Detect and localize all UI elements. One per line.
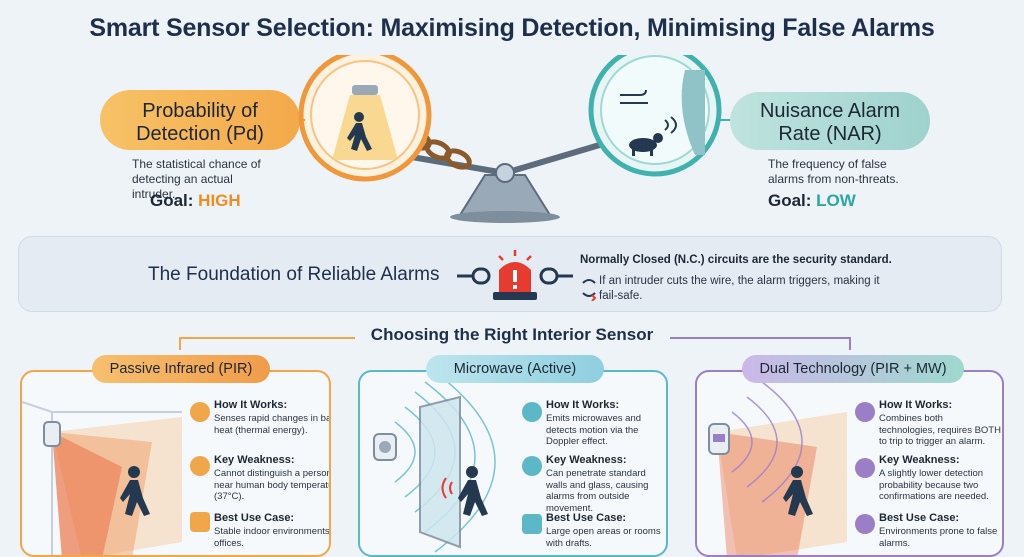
balance-scale-illustration	[298, 55, 722, 223]
dual-how-it-works: How It Works: Combines both technologies…	[879, 399, 1001, 448]
cut-wire-icon	[582, 279, 597, 301]
pd-goal: Goal: HIGH	[150, 191, 241, 211]
curtain-icon	[681, 70, 705, 155]
pir-best-use: Best Use Case: Stable indoor environment…	[214, 512, 330, 549]
microwave-sensor-card: How It Works: Emits microwaves and detec…	[358, 370, 668, 557]
shield-check-icon	[855, 514, 875, 534]
choose-sensor-title: Choosing the Right Interior Sensor	[370, 325, 654, 344]
ceiling-sensor-icon	[352, 85, 378, 95]
dual-use-heading: Best Use Case:	[879, 512, 960, 524]
mw-weak-heading: Key Weakness:	[546, 454, 627, 466]
pir-use-heading: Best Use Case:	[214, 512, 295, 524]
page-title: Smart Sensor Selection: Maximising Detec…	[89, 14, 935, 42]
mw-how-heading: How It Works:	[546, 399, 620, 411]
nar-goal: Goal: LOW	[768, 191, 856, 211]
pir-how-text: Senses rapid changes in background heat …	[214, 413, 331, 436]
walking-person-icon	[783, 466, 813, 516]
pir-sensor-label: Passive Infrared (PIR)	[92, 355, 270, 383]
wind-icon	[620, 89, 648, 104]
mw-best-use: Best Use Case: Large open areas or rooms…	[546, 512, 664, 549]
pir-sensor-icon	[43, 421, 61, 447]
pd-label: Probability of Detection (Pd)	[136, 100, 264, 145]
connector-lines	[300, 119, 730, 121]
foundation-title: The Foundation of Reliable Alarms	[148, 264, 440, 285]
nar-description: The frequency of false alarms from non-t…	[768, 157, 899, 186]
wall-penetration-icon	[522, 456, 542, 476]
pd-description: The statistical chance of detecting an a…	[132, 157, 261, 201]
cat-icon	[629, 133, 663, 156]
mw-use-heading: Best Use Case:	[546, 512, 627, 524]
walking-person-icon	[120, 466, 150, 516]
alarm-circuit-illustration	[457, 250, 573, 300]
mw-how-text: Emits microwaves and detects motion via …	[546, 413, 642, 447]
dual-tech-illustration	[708, 381, 847, 555]
mw-use-text: Large open areas or rooms with drafts.	[546, 526, 661, 549]
pir-weak-text: Cannot distinguish a person in a room ne…	[214, 468, 331, 502]
flame-icon	[190, 402, 210, 422]
walking-person-icon	[458, 466, 488, 516]
pir-key-weakness: Key Weakness: Cannot distinguish a perso…	[214, 454, 331, 503]
dual-use-text: Environments prone to false alarms.	[879, 526, 998, 549]
nar-label: Nuisance Alarm Rate (NAR)	[759, 100, 901, 145]
nc-circuit-description: If an intruder cuts the wire, the alarm …	[599, 275, 880, 302]
nar-label-pill: Nuisance Alarm Rate (NAR)	[730, 92, 930, 150]
pir-weak-heading: Key Weakness:	[214, 454, 295, 466]
dual-how-heading: How It Works:	[879, 399, 953, 411]
nc-circuit-title: Normally Closed (N.C.) circuits are the …	[580, 254, 892, 266]
microwave-sensor-label: Microwave (Active)	[426, 355, 604, 383]
dual-key-weakness: Key Weakness: A slightly lower detection…	[879, 454, 1001, 503]
microwave-illustration	[373, 372, 496, 553]
mw-key-weakness: Key Weakness: Can penetrate standard wal…	[546, 454, 664, 514]
section-bracket	[179, 337, 851, 350]
signal-icon	[522, 402, 542, 422]
pd-goal-value: HIGH	[198, 191, 241, 210]
broken-chain-icon	[457, 267, 573, 285]
mw-weak-text: Can penetrate standard walls and glass, …	[546, 468, 649, 514]
open-area-icon	[522, 514, 542, 534]
walking-person-icon	[347, 112, 372, 151]
nar-goal-value: LOW	[816, 191, 856, 210]
glass-wall-icon	[419, 395, 461, 549]
dual-tech-sensor-card: How It Works: Combines both technologies…	[695, 370, 1004, 557]
dual-weak-text: A slightly lower detection probability b…	[879, 468, 989, 502]
dual-how-text: Combines both technologies, requires BOT…	[879, 413, 1001, 447]
thermometer-icon	[190, 456, 210, 476]
pir-use-text: Stable indoor environments like offices.	[214, 526, 330, 549]
combined-tech-icon	[855, 402, 875, 422]
pir-sensor-card: How It Works: Senses rapid changes in ba…	[20, 370, 331, 557]
dual-tech-sensor-label: Dual Technology (PIR + MW)	[742, 355, 964, 383]
nar-goal-prefix: Goal:	[768, 191, 817, 210]
pd-goal-prefix: Goal:	[150, 191, 199, 210]
pd-label-pill: Probability of Detection (Pd)	[100, 90, 300, 150]
pir-illustration	[22, 401, 182, 555]
mw-how-it-works: How It Works: Emits microwaves and detec…	[546, 399, 664, 448]
dual-weak-heading: Key Weakness:	[879, 454, 960, 466]
pir-how-heading: How It Works:	[214, 399, 288, 411]
siren-icon	[493, 250, 537, 300]
office-building-icon	[190, 512, 210, 532]
pir-how-it-works: How It Works: Senses rapid changes in ba…	[214, 399, 331, 436]
dual-best-use: Best Use Case: Environments prone to fal…	[879, 512, 1001, 549]
check-x-icon	[855, 458, 875, 478]
